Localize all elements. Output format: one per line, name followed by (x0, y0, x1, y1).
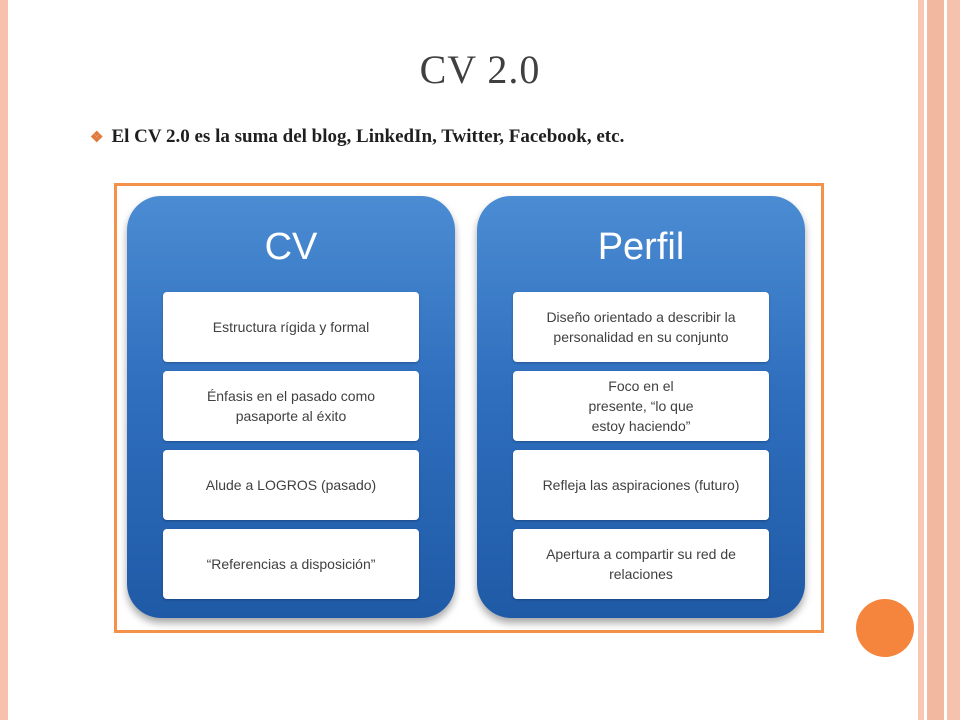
perfil-card: Apertura a compartir su red de relacione… (513, 529, 769, 599)
cv-card: Alude a LOGROS (pasado) (163, 450, 419, 520)
cv-panel-heading: CV (264, 226, 318, 268)
perfil-card-text: Refleja las aspiraciones (futuro) (542, 476, 740, 493)
cv-card: Estructura rígida y formal (163, 292, 419, 362)
bullet-text: El CV 2.0 es la suma del blog, LinkedIn,… (111, 126, 625, 147)
slide-title: CV 2.0 (419, 47, 541, 92)
perfil-card: Diseño orientado a describir la personal… (513, 292, 769, 362)
perfil-card: Refleja las aspiraciones (futuro) (513, 450, 769, 520)
perfil-card: Foco en el presente, “lo que estoy hacie… (513, 371, 769, 441)
cv-card-text: Énfasis en el pasado como pasaporte al é… (206, 387, 376, 424)
comparison-figure: CV Estructura rígida y formal Énfasis en… (114, 183, 824, 633)
slide-frame-right (918, 0, 960, 720)
slide-frame-left (0, 0, 8, 720)
decorative-circle (856, 599, 914, 657)
perfil-card-text: Diseño orientado a describir la personal… (546, 308, 736, 345)
bullet-item: ❖ El CV 2.0 es la suma del blog, LinkedI… (90, 126, 624, 148)
cv-card-text: “Referencias a disposición” (206, 555, 376, 572)
cv-card-text: Estructura rígida y formal (212, 318, 370, 335)
cv-panel: CV Estructura rígida y formal Énfasis en… (127, 196, 455, 618)
perfil-panel: Perfil Diseño orientado a describir la p… (477, 196, 805, 618)
perfil-card-text: Foco en el presente, “lo que estoy hacie… (588, 377, 694, 435)
cv-card: Énfasis en el pasado como pasaporte al é… (163, 371, 419, 441)
cv-card: “Referencias a disposición” (163, 529, 419, 599)
diamond-bullet-icon: ❖ (90, 129, 104, 146)
perfil-panel-heading: Perfil (597, 226, 685, 268)
perfil-card-text: Apertura a compartir su red de relacione… (546, 545, 736, 582)
cv-card-text: Alude a LOGROS (pasado) (205, 476, 377, 493)
